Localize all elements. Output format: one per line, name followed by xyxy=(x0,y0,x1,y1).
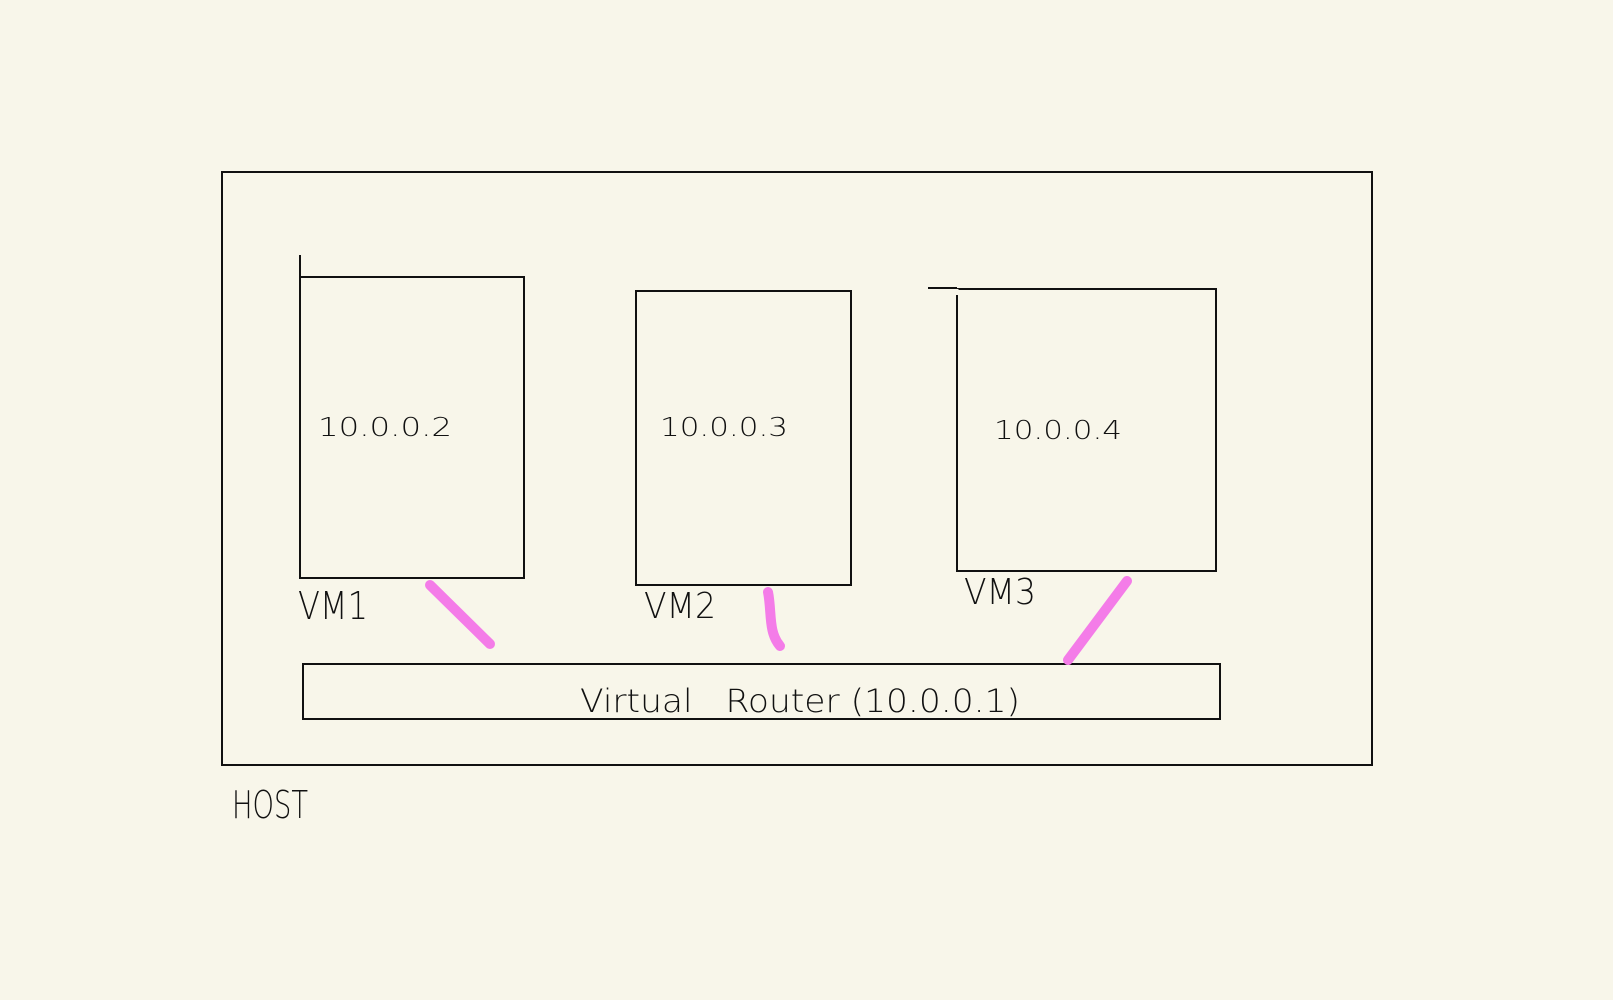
vm3-ip: 10.0.0.4 xyxy=(994,416,1122,446)
vm2-ip: 10.0.0.3 xyxy=(660,413,788,443)
vm3-box xyxy=(956,288,1217,572)
vm1-box xyxy=(299,276,525,579)
vm2: 10.0.0.3 VM2 xyxy=(635,290,852,627)
link-vm2-router xyxy=(763,587,785,651)
vm2-label: VM2 xyxy=(644,586,716,627)
router-box xyxy=(302,663,1221,720)
virtual-router: Virtual Router (10.0.0.1) xyxy=(302,663,1221,720)
link-vm1-router xyxy=(425,580,495,649)
host-label: HOST xyxy=(232,783,308,827)
vm3-label: VM3 xyxy=(964,572,1036,613)
router-label: Virtual Router (10.0.0.1) xyxy=(580,682,1020,720)
host-box xyxy=(221,171,1373,766)
vm2-box xyxy=(635,290,852,586)
vm-router-links xyxy=(425,576,1132,665)
vm1-ip: 10.0.0.2 xyxy=(318,413,452,443)
vm3: 10.0.0.4 VM3 xyxy=(928,287,1217,613)
vm1: 10.0.0.2 VM1 xyxy=(298,255,525,628)
vm1-label: VM1 xyxy=(298,584,368,628)
link-vm3-router xyxy=(1063,576,1132,665)
